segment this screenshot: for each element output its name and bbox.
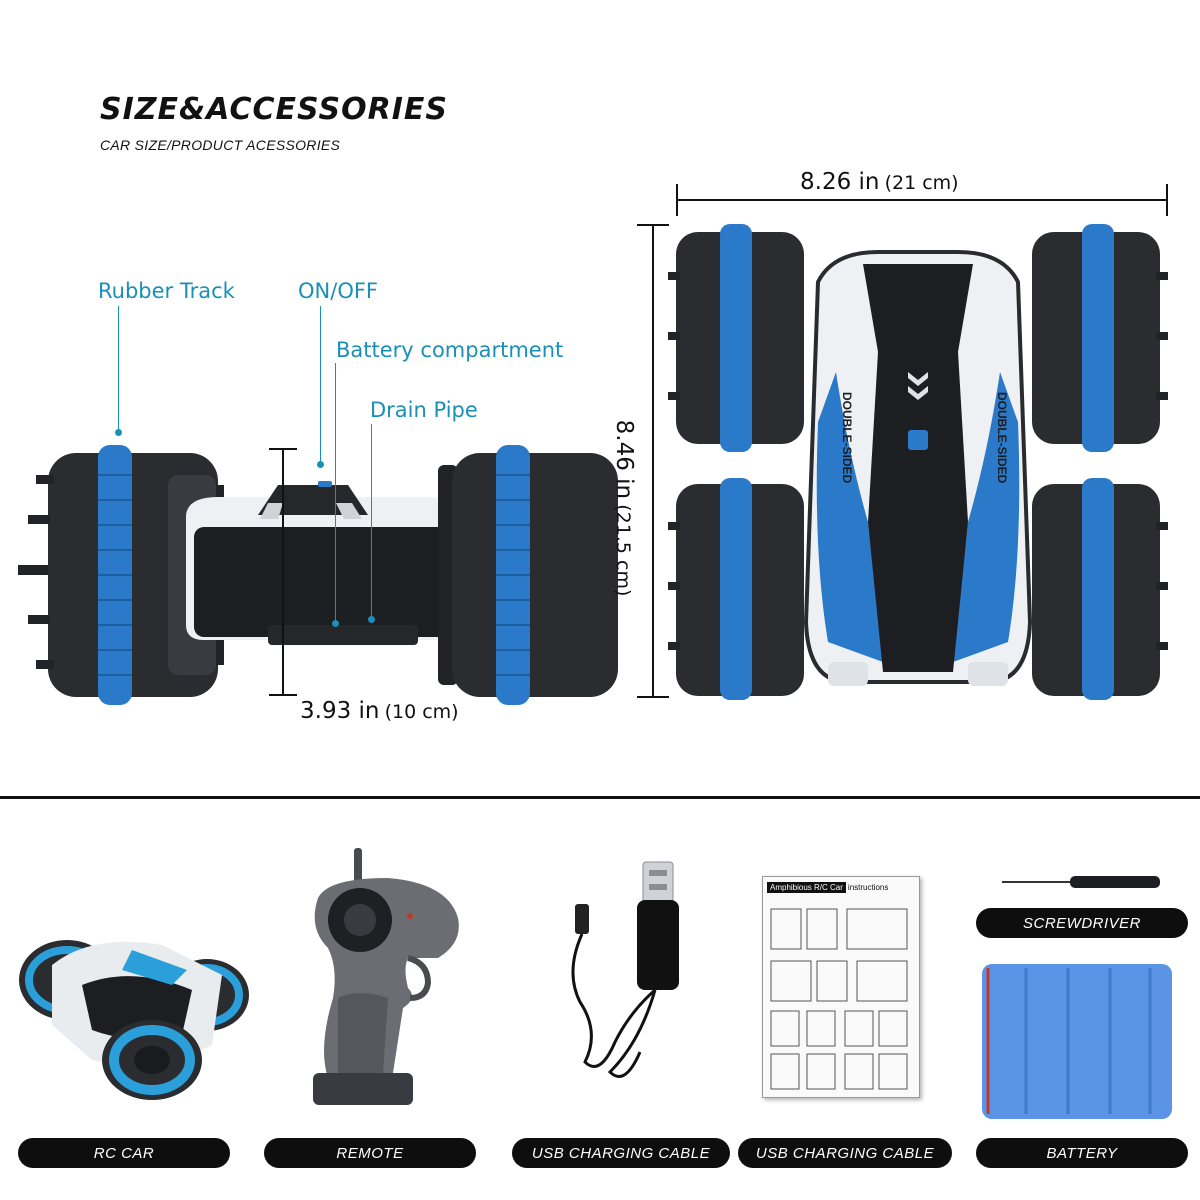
height-cm: (10 cm) xyxy=(384,701,459,723)
car-top-view: DOUBLE-SIDED DOUBLE-SIDED xyxy=(668,224,1168,700)
callout-drain-pipe: Drain Pipe xyxy=(370,398,478,422)
callout-on-off: ON/OFF xyxy=(298,279,379,303)
wheel-rear-right xyxy=(1032,478,1168,700)
callout-rubber-track: Rubber Track xyxy=(98,279,235,303)
page-title: SIZE&ACCESSORIES xyxy=(100,92,449,127)
section-divider xyxy=(0,796,1200,799)
page-subtitle: CAR SIZE/PRODUCT ACESSORIES xyxy=(100,137,341,153)
callout-line-battery xyxy=(335,363,336,622)
length-cm: (21.5 cm) xyxy=(612,504,634,597)
callout-dot-battery xyxy=(332,620,339,627)
callout-line-rubber-track xyxy=(118,306,119,432)
height-inches: 3.93 in xyxy=(300,698,380,724)
body-text-left: DOUBLE-SIDED xyxy=(840,392,854,484)
height-dimension-label: 3.93 in (10 cm) xyxy=(300,698,459,724)
manual-heading: Amphibious R/C Car xyxy=(767,882,846,893)
callout-dot-on-off xyxy=(317,461,324,468)
accessory-screwdriver-image xyxy=(1002,876,1160,888)
label-usb-cable-1: USB CHARGING CABLE xyxy=(512,1138,730,1168)
left-wheel xyxy=(18,445,224,705)
accessory-remote-image xyxy=(313,848,459,1105)
callout-battery-compartment: Battery compartment xyxy=(336,338,564,362)
width-inches: 8.26 in xyxy=(800,169,880,195)
wheel-front-left xyxy=(668,224,804,452)
callout-line-on-off xyxy=(320,306,321,463)
car-body xyxy=(186,481,458,645)
body-text-right: DOUBLE-SIDED xyxy=(995,392,1009,484)
width-cm: (21 cm) xyxy=(884,172,959,194)
length-inches: 8.46 in xyxy=(611,419,637,500)
right-wheel xyxy=(438,445,618,705)
wheel-front-right xyxy=(1032,224,1168,452)
width-dimension-line xyxy=(676,184,1168,216)
width-dimension-label: 8.26 in (21 cm) xyxy=(800,169,959,195)
car-body-top: DOUBLE-SIDED DOUBLE-SIDED xyxy=(803,250,1033,686)
label-battery: BATTERY xyxy=(976,1138,1188,1168)
manual-diagrams xyxy=(770,908,908,1090)
label-remote: REMOTE xyxy=(264,1138,476,1168)
manual-heading-suffix: instructions xyxy=(847,883,889,892)
accessory-battery-image xyxy=(982,964,1172,1119)
label-screwdriver: SCREWDRIVER xyxy=(976,908,1188,938)
wheel-rear-left xyxy=(668,478,804,700)
callout-dot-drain xyxy=(368,616,375,623)
length-dimension-label: 8.46 in (21.5 cm) xyxy=(611,420,637,597)
callout-dot-rubber-track xyxy=(115,429,122,436)
height-dimension-line xyxy=(269,448,297,696)
label-rc-car: RC CAR xyxy=(18,1138,230,1168)
label-usb-cable-2: USB CHARGING CABLE xyxy=(738,1138,952,1168)
accessory-rc-car-image xyxy=(19,940,249,1100)
callout-line-drain xyxy=(371,424,372,619)
length-dimension-line xyxy=(637,224,669,698)
car-side-view xyxy=(18,445,618,705)
accessory-usb-cable-image xyxy=(571,861,679,1078)
